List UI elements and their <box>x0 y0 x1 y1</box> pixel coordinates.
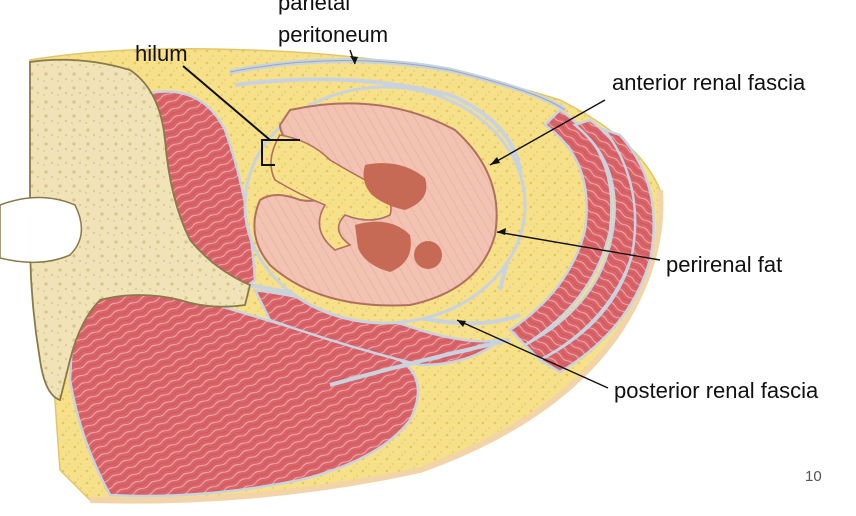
page-number: 10 <box>805 468 822 485</box>
renal-pyramid-2 <box>355 221 411 272</box>
renal-pyramid-3 <box>414 241 442 269</box>
vertebra-bone <box>29 58 252 402</box>
label-anterior-renal-fascia: anterior renal fascia <box>612 70 806 95</box>
label-parietal: parietal <box>278 0 351 15</box>
renal-sinus <box>270 134 392 251</box>
spinal-canal <box>0 196 83 264</box>
leader-perirenal-fat <box>496 231 661 261</box>
renal-pyramid-1 <box>363 163 427 210</box>
leader-posterior-renal-fascia <box>456 319 609 389</box>
label-peritoneum: peritoneum <box>278 22 389 47</box>
label-hilum: hilum <box>135 41 188 66</box>
outer-border <box>89 189 664 504</box>
label-posterior-renal-fascia: posterior renal fascia <box>614 378 819 403</box>
posterior-fascia-lower <box>329 338 511 387</box>
leader-anterior-renal-fascia <box>489 99 606 166</box>
label-perirenal-fat: perirenal fat <box>666 252 783 277</box>
lateral-wall-muscle-3 <box>537 127 655 374</box>
leader-hilum <box>182 65 275 166</box>
